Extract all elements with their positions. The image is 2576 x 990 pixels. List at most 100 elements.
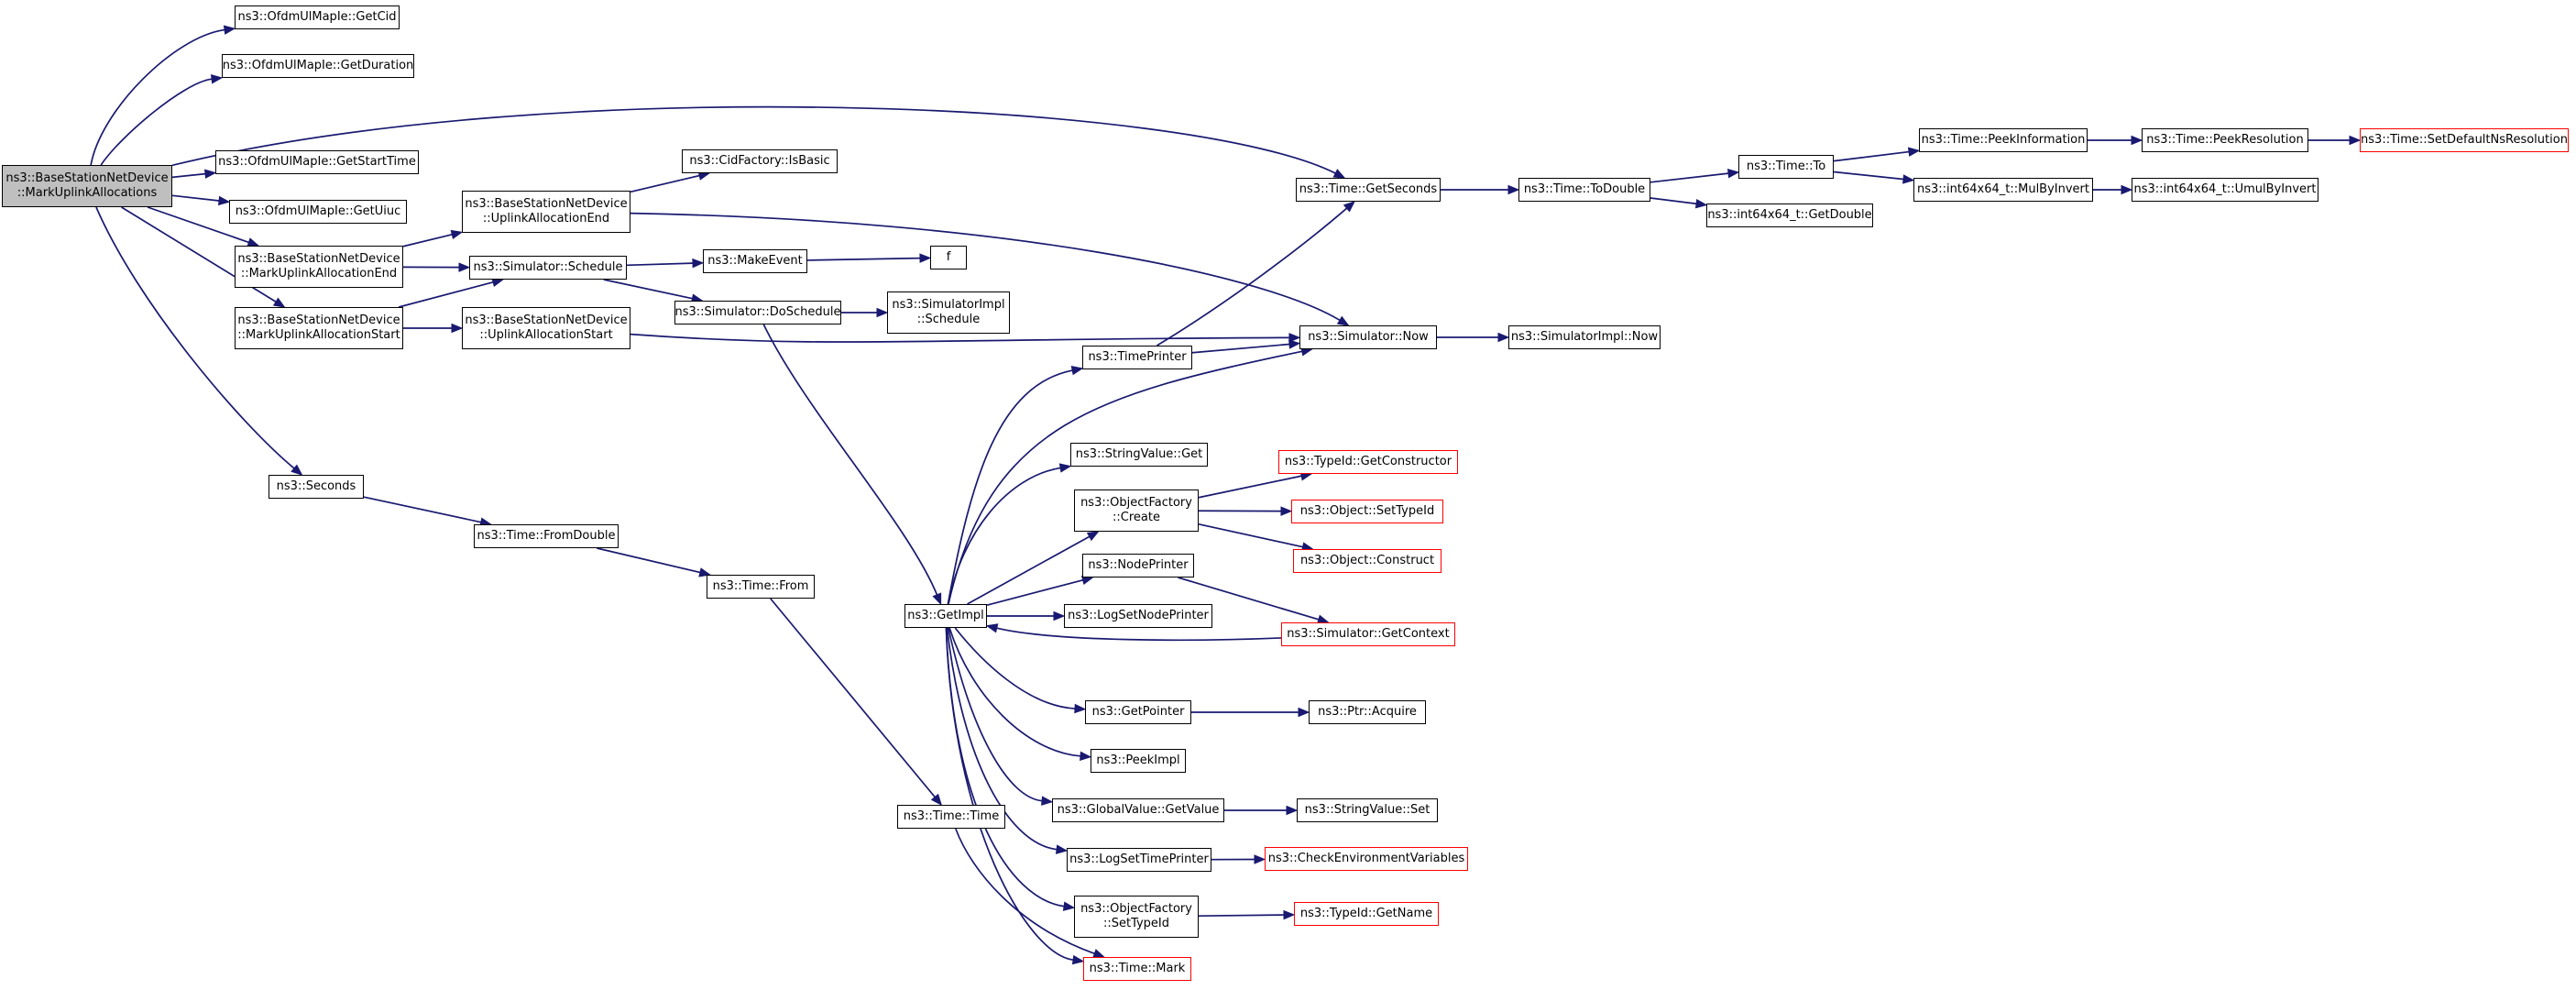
node-root[interactable]: ns3::BaseStationNetDevice::MarkUplinkAll… [2, 165, 172, 207]
edge-root-to-getseconds [171, 105, 1336, 174]
node-objconstruct[interactable]: ns3::Object::Construct [1293, 549, 1441, 573]
node-fromdouble[interactable]: ns3::Time::FromDouble [474, 524, 619, 548]
edge-root-to-getduration [100, 78, 213, 166]
edge-timeto-to-mulbyinvert [1833, 170, 1904, 181]
node-uplinkstart[interactable]: ns3::BaseStationNetDevice::UplinkAllocat… [462, 307, 630, 349]
node-label: ns3::Time::PeekResolution [2146, 133, 2304, 147]
arrowhead-root-to-getstarttime [204, 169, 217, 179]
node-label: ns3::BaseStationNetDevice [237, 252, 400, 266]
node-peekres[interactable]: ns3::Time::PeekResolution [2142, 128, 2308, 152]
node-label: ns3::Time::GetSeconds [1299, 182, 1438, 196]
edge-uplinkend-to-isbasic [630, 174, 700, 193]
arrowhead-getimpl-to-stringget [1058, 463, 1072, 473]
node-label: ns3::ObjectFactory [1080, 902, 1192, 916]
node-getuiuc[interactable]: ns3::OfdmUlMapIe::GetUiuc [229, 200, 407, 224]
node-timeprinter[interactable]: ns3::TimePrinter [1082, 346, 1192, 369]
node-label: ::SetTypeId [1102, 917, 1170, 930]
node-nodeprinter[interactable]: ns3::NodePrinter [1082, 554, 1194, 578]
arrowhead-root-to-getduration [210, 74, 224, 84]
arrowhead-doschedule-to-implschedule [876, 307, 889, 318]
node-peekinfo[interactable]: ns3::Time::PeekInformation [1919, 128, 2088, 152]
node-stringget[interactable]: ns3::StringValue::Get [1070, 443, 1208, 467]
node-label: ns3::Time::FromDouble [477, 529, 616, 543]
node-label: ns3::Simulator::GetContext [1287, 627, 1450, 641]
node-stringset[interactable]: ns3::StringValue::Set [1297, 798, 1438, 822]
arrowhead-getimpl-to-gvgetvalue [1041, 796, 1054, 806]
arrowhead-getimpl-to-logsetnode [1053, 610, 1066, 622]
arrowhead-timeprinter-to-simnow [1288, 339, 1301, 349]
node-logsetnode[interactable]: ns3::LogSetNodePrinter [1064, 604, 1212, 628]
arrowhead-root-to-seconds [290, 464, 303, 476]
arrowhead-makeevent-to-f [919, 253, 932, 263]
arrowhead-timeto-to-peekinfo [1907, 147, 1921, 157]
node-label: ns3::LogSetNodePrinter [1068, 609, 1209, 622]
arrowhead-doschedule-to-getimpl [932, 592, 942, 606]
node-objsettypeid[interactable]: ns3::Object::SetTypeId [1291, 500, 1443, 523]
edge-root-to-markstart [121, 206, 277, 302]
node-label: ns3::Time::From [712, 579, 809, 593]
arrowhead-uplinkstart-to-simnow [1288, 333, 1301, 343]
node-label: ns3::Time::ToDouble [1523, 182, 1646, 196]
node-checkenv[interactable]: ns3::CheckEnvironmentVariables [1265, 847, 1468, 871]
node-makeevent[interactable]: ns3::MakeEvent [703, 249, 807, 273]
node-implschedule[interactable]: ns3::SimulatorImpl::Schedule [887, 292, 1010, 334]
node-f[interactable]: f [930, 246, 967, 270]
edge-root-to-seconds [95, 206, 295, 469]
node-peekimpl[interactable]: ns3::PeekImpl [1091, 749, 1186, 773]
edge-getimpl-to-timemark [945, 627, 1074, 962]
node-getduration[interactable]: ns3::OfdmUlMapIe::GetDuration [222, 54, 414, 78]
arrowhead-ofsettypeid-to-getname [1283, 909, 1296, 920]
node-getcontext[interactable]: ns3::Simulator::GetContext [1281, 622, 1455, 646]
node-ofcreate[interactable]: ns3::ObjectFactory::Create [1074, 490, 1199, 532]
arrowhead-gvgetvalue-to-stringset [1286, 805, 1299, 816]
node-getcid[interactable]: ns3::OfdmUlMapIe::GetCid [235, 6, 400, 29]
node-timemark[interactable]: ns3::Time::Mark [1083, 957, 1191, 981]
node-uplinkend[interactable]: ns3::BaseStationNetDevice::UplinkAllocat… [462, 191, 630, 233]
edge-getimpl-to-getpointer [954, 627, 1076, 710]
node-getname[interactable]: ns3::TypeId::GetName [1294, 902, 1439, 926]
node-implnow[interactable]: ns3::SimulatorImpl::Now [1508, 325, 1661, 349]
node-label: f [946, 250, 951, 264]
node-ptracquire[interactable]: ns3::Ptr::Acquire [1309, 700, 1426, 724]
edge-ofsettypeid-to-getname [1198, 914, 1285, 918]
node-timeto[interactable]: ns3::Time::To [1738, 155, 1834, 179]
node-label: ns3::Time::PeekInformation [1921, 133, 2086, 147]
node-getconstructor[interactable]: ns3::TypeId::GetConstructor [1278, 450, 1458, 474]
node-timetime[interactable]: ns3::Time::Time [897, 805, 1005, 829]
node-doschedule[interactable]: ns3::Simulator::DoSchedule [674, 301, 841, 324]
node-markend[interactable]: ns3::BaseStationNetDevice::MarkUplinkAll… [235, 246, 403, 288]
node-label: ns3::OfdmUlMapIe::GetDuration [222, 59, 414, 72]
node-todouble[interactable]: ns3::Time::ToDouble [1518, 178, 1650, 202]
node-getdouble[interactable]: ns3::int64x64_t::GetDouble [1706, 204, 1873, 227]
arrowhead-peekres-to-setdefaultres [2349, 135, 2362, 146]
node-gvgetvalue[interactable]: ns3::GlobalValue::GetValue [1052, 798, 1224, 822]
edge-simschedule-to-makeevent [626, 262, 694, 267]
edge-seconds-to-fromdouble [363, 496, 481, 523]
node-label: ns3::TypeId::GetName [1299, 907, 1433, 920]
node-setdefaultres[interactable]: ns3::Time::SetDefaultNsResolution [2360, 128, 2569, 152]
node-label: ns3::BaseStationNetDevice [465, 197, 628, 211]
node-simnow[interactable]: ns3::Simulator::Now [1299, 325, 1437, 349]
edge-root-to-markend [147, 206, 249, 244]
node-getpointer[interactable]: ns3::GetPointer [1085, 700, 1191, 724]
arrowhead-logsettime-to-checkenv [1254, 854, 1266, 864]
node-umulbyinvert[interactable]: ns3::int64x64_t::UmulByInvert [2132, 178, 2318, 202]
edge-timeto-to-peekinfo [1833, 150, 1910, 162]
node-getstarttime[interactable]: ns3::OfdmUlMapIe::GetStartTime [215, 150, 419, 174]
node-label: ns3::Simulator::Now [1308, 330, 1429, 344]
node-seconds[interactable]: ns3::Seconds [269, 475, 364, 499]
node-mulbyinvert[interactable]: ns3::int64x64_t::MulByInvert [1913, 178, 2093, 202]
node-markstart[interactable]: ns3::BaseStationNetDevice::MarkUplinkAll… [235, 307, 403, 349]
node-label: ns3::int64x64_t::GetDouble [1707, 208, 1872, 222]
node-isbasic[interactable]: ns3::CidFactory::IsBasic [682, 149, 838, 173]
node-timefrom[interactable]: ns3::Time::From [707, 575, 815, 599]
arrowhead-root-to-getuiuc [217, 195, 231, 206]
node-ofsettypeid[interactable]: ns3::ObjectFactory::SetTypeId [1074, 896, 1199, 938]
arrowhead-getimpl-to-ofsettypeid [1062, 901, 1076, 911]
node-getseconds[interactable]: ns3::Time::GetSeconds [1296, 178, 1441, 202]
node-logsettime[interactable]: ns3::LogSetTimePrinter [1067, 848, 1211, 872]
edge-getcontext-to-getimpl [996, 627, 1282, 642]
node-getimpl[interactable]: ns3::GetImpl [904, 604, 987, 628]
node-simschedule[interactable]: ns3::Simulator::Schedule [469, 256, 627, 280]
